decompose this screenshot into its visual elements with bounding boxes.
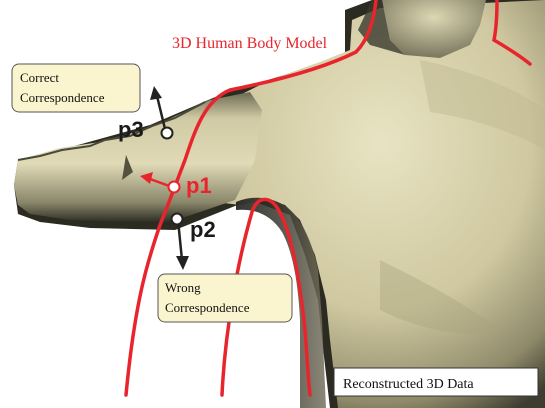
point-p2-label: p2 (190, 217, 216, 242)
data-caption: Reconstructed 3D Data (343, 377, 474, 392)
point-p1-marker (169, 182, 180, 193)
wrong-callout-line2: Correspondence (165, 300, 250, 315)
model-title: 3D Human Body Model (172, 35, 328, 52)
p2-arrowhead (176, 256, 189, 270)
point-p2-marker (172, 214, 183, 225)
reconstructed-body (14, 0, 545, 408)
point-p3-label: p3 (118, 117, 144, 142)
point-p3-marker (162, 128, 173, 139)
wrong-callout-line1: Wrong (165, 280, 201, 295)
point-p1-label: p1 (186, 173, 212, 198)
correct-callout-line2: Correspondence (20, 90, 105, 105)
torso (180, 0, 545, 408)
correct-callout-line1: Correct (20, 70, 59, 85)
p3-arrowhead (150, 86, 162, 100)
